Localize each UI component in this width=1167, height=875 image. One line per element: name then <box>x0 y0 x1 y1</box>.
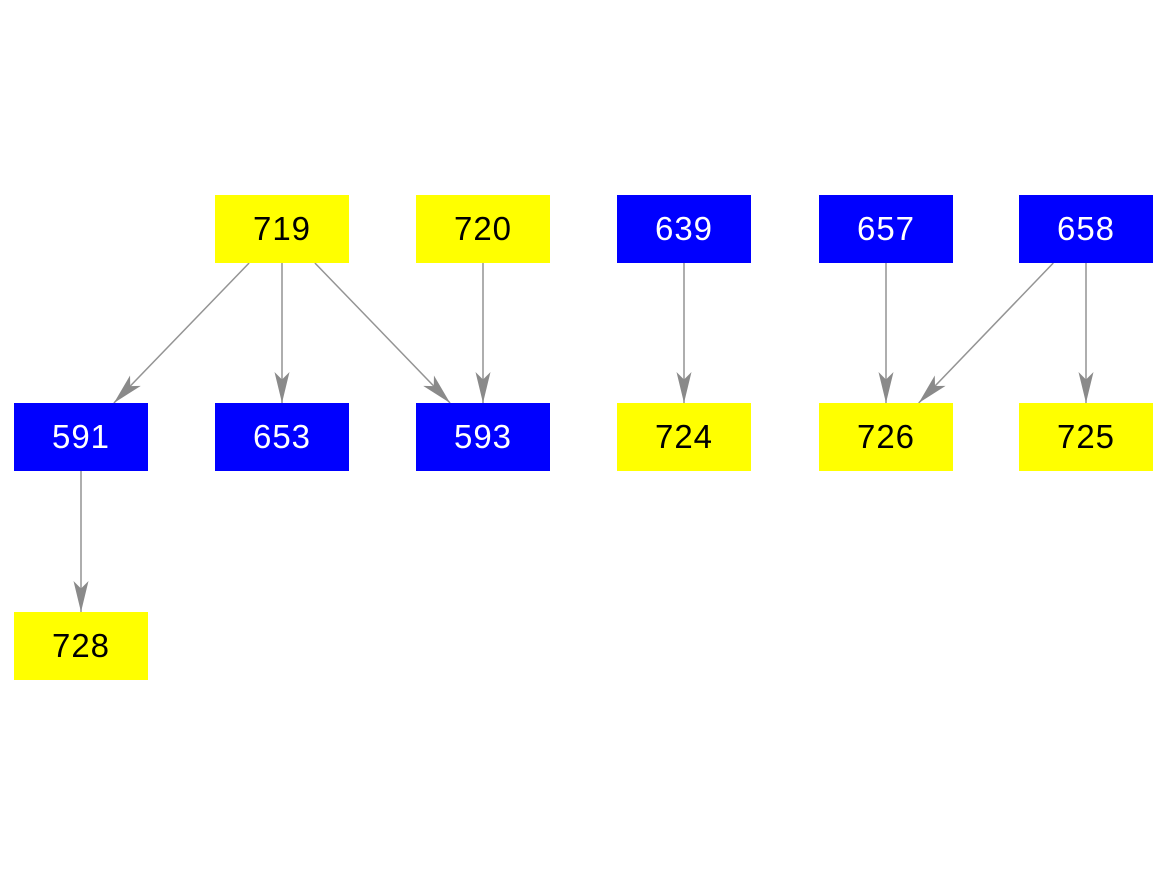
graph-node-725: 725 <box>1019 403 1153 471</box>
graph-node-591: 591 <box>14 403 148 471</box>
graph-node-639: 639 <box>617 195 751 263</box>
graph-node-657: 657 <box>819 195 953 263</box>
graph-node-658: 658 <box>1019 195 1153 263</box>
graph-node-653: 653 <box>215 403 349 471</box>
edge-719-591 <box>113 262 250 404</box>
graph-node-719: 719 <box>215 195 349 263</box>
graph-node-726: 726 <box>819 403 953 471</box>
graph-node-724: 724 <box>617 403 751 471</box>
graph-node-720: 720 <box>416 195 550 263</box>
graph-node-593: 593 <box>416 403 550 471</box>
graph-node-728: 728 <box>14 612 148 680</box>
edge-719-593 <box>314 262 451 404</box>
edge-658-726 <box>918 262 1054 404</box>
